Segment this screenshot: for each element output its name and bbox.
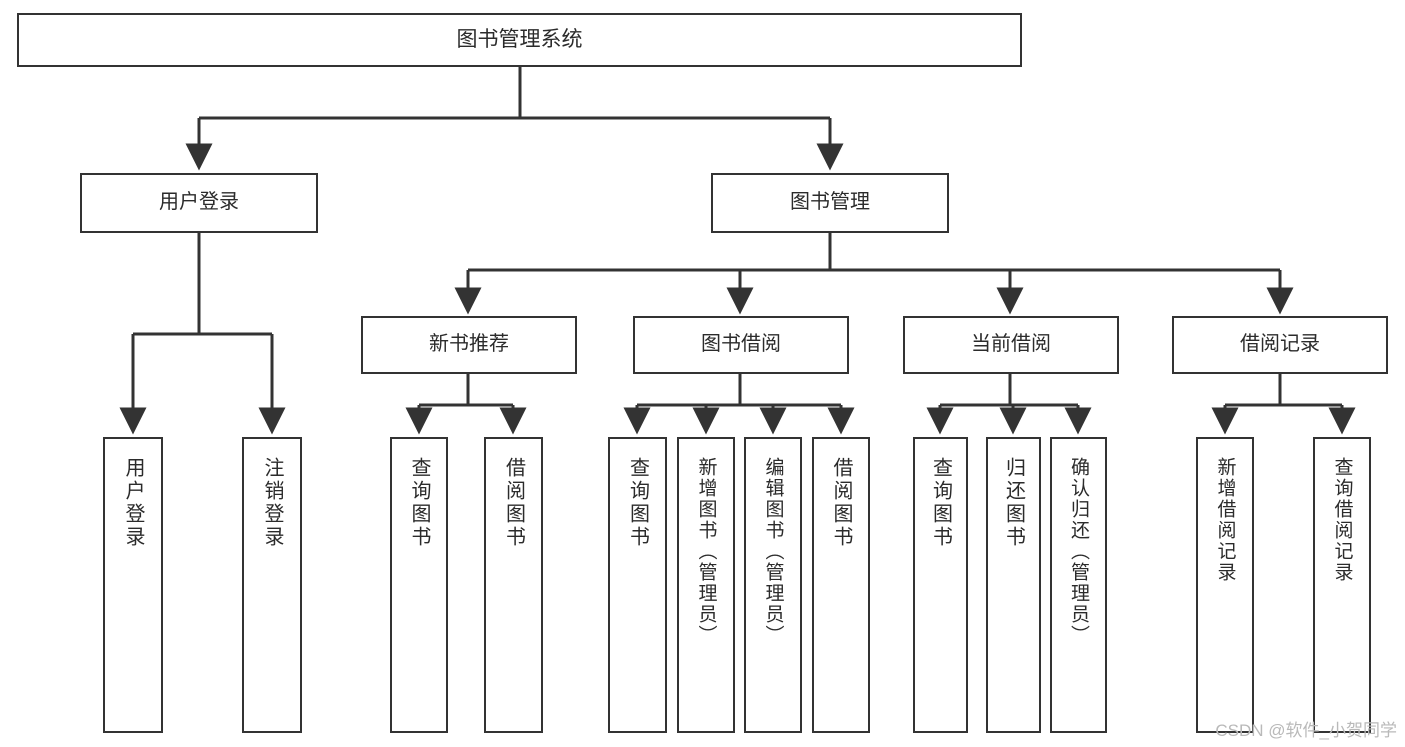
leaf-query-borrow-record-label: 查询借阅记录 <box>1331 457 1353 583</box>
node-user-login[interactable]: 用户登录 <box>80 173 318 233</box>
leaf-add-borrow-record-label: 新增借阅记录 <box>1214 457 1236 583</box>
leaf-borrow-book-label: 借阅图书 <box>830 457 852 549</box>
leaf-edit-book-admin-label: 编辑图书（管理员） <box>762 457 784 646</box>
leaf-return-book[interactable]: 归还图书 <box>986 437 1041 733</box>
leaf-query-borrow-record[interactable]: 查询借阅记录 <box>1313 437 1371 733</box>
node-borrow-records[interactable]: 借阅记录 <box>1172 316 1388 374</box>
leaf-user-login-label: 用户登录 <box>122 457 144 549</box>
leaf-query-book-current-label: 查询图书 <box>929 457 952 549</box>
leaf-logout-label: 注销登录 <box>261 457 283 549</box>
node-current-borrow-label: 当前借阅 <box>971 333 1051 356</box>
leaf-add-borrow-record[interactable]: 新增借阅记录 <box>1196 437 1254 733</box>
node-root-label: 图书管理系统 <box>456 27 583 51</box>
node-book-borrow[interactable]: 图书借阅 <box>633 316 849 374</box>
node-user-login-label: 用户登录 <box>159 191 239 214</box>
leaf-query-book-newbook[interactable]: 查询图书 <box>390 437 448 733</box>
leaf-edit-book-admin[interactable]: 编辑图书（管理员） <box>744 437 802 733</box>
leaf-return-book-label: 归还图书 <box>1002 457 1025 549</box>
leaf-query-book-current[interactable]: 查询图书 <box>913 437 968 733</box>
node-new-book-recommend-label: 新书推荐 <box>429 333 509 356</box>
node-root[interactable]: 图书管理系统 <box>17 13 1022 67</box>
leaf-confirm-return-admin-label: 确认归还（管理员） <box>1068 457 1089 646</box>
node-book-borrow-label: 图书借阅 <box>701 333 781 356</box>
node-book-management[interactable]: 图书管理 <box>711 173 949 233</box>
node-book-management-label: 图书管理 <box>790 191 870 214</box>
leaf-borrow-book-newbook-label: 借阅图书 <box>502 457 525 549</box>
leaf-borrow-book-newbook[interactable]: 借阅图书 <box>484 437 543 733</box>
leaf-user-login[interactable]: 用户登录 <box>103 437 163 733</box>
leaf-add-book-admin[interactable]: 新增图书（管理员） <box>677 437 735 733</box>
leaf-confirm-return-admin[interactable]: 确认归还（管理员） <box>1050 437 1107 733</box>
leaf-logout[interactable]: 注销登录 <box>242 437 302 733</box>
node-borrow-records-label: 借阅记录 <box>1240 333 1320 356</box>
leaf-query-book-borrow-label: 查询图书 <box>626 457 649 549</box>
leaf-borrow-book[interactable]: 借阅图书 <box>812 437 870 733</box>
node-current-borrow[interactable]: 当前借阅 <box>903 316 1119 374</box>
leaf-add-book-admin-label: 新增图书（管理员） <box>695 457 717 646</box>
leaf-query-book-borrow[interactable]: 查询图书 <box>608 437 667 733</box>
node-new-book-recommend[interactable]: 新书推荐 <box>361 316 577 374</box>
leaf-query-book-newbook-label: 查询图书 <box>408 457 430 549</box>
